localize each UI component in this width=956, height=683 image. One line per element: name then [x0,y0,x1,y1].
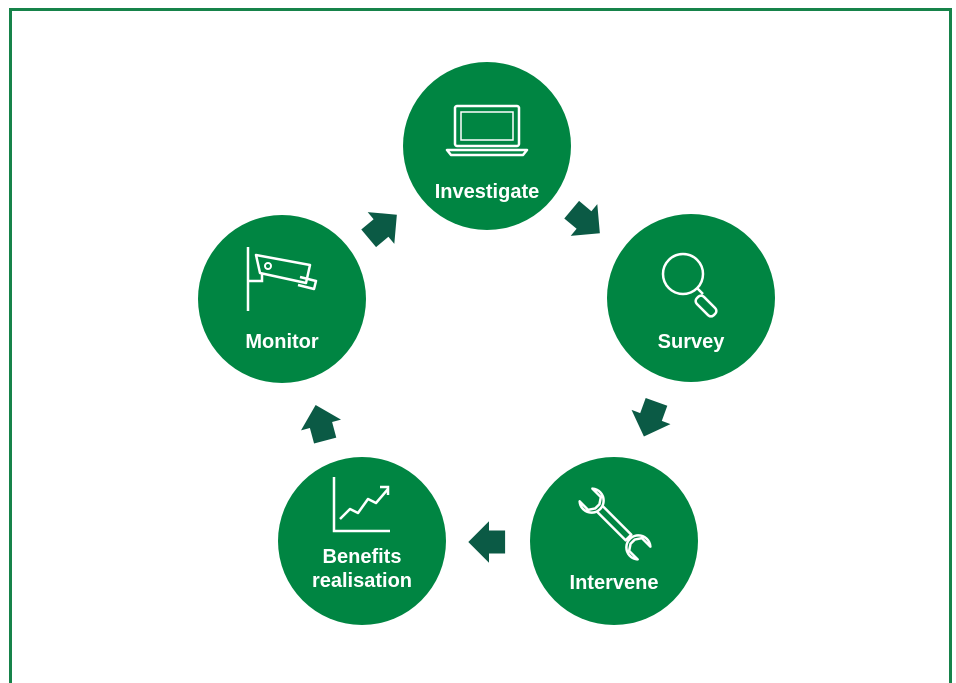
step-label: Intervene [569,572,659,594]
arrow-monitor-to-investigate [361,212,397,248]
magnifier-icon [661,252,718,318]
step-monitor: Monitor [198,215,366,383]
step-benefits-realisation: Benefits realisation [278,457,446,625]
arrow-investigate-to-survey [564,200,600,236]
cctv-camera-icon [246,247,318,311]
step-survey: Survey [607,214,775,382]
step-investigate: Investigate [403,62,571,230]
step-label: Investigate [434,181,540,203]
wrench-icon [578,487,652,561]
rising-chart-icon [332,477,390,533]
step-label-line: realisation [311,570,413,592]
step-label: Benefits realisation [278,545,446,593]
step-label-line: Benefits [322,546,402,568]
arrow-intervene-to-benefits [468,521,506,563]
arrow-benefits-to-monitor [301,405,341,444]
step-label: Survey [657,331,725,353]
step-label: Monitor [245,331,319,353]
diagram-frame [9,8,952,683]
laptop-icon [445,104,529,157]
arrow-survey-to-intervene [631,397,671,437]
step-intervene: Intervene [530,457,698,625]
